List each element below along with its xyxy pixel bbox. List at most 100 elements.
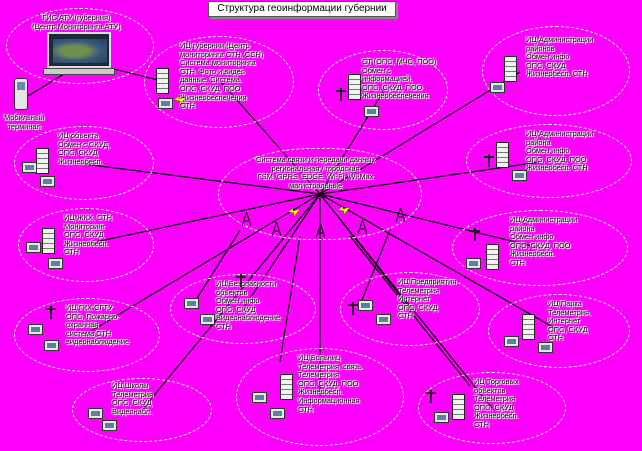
node-label: ИЦ Безопасности объектов Обмен инфо ОПС,… [216,279,281,331]
node-label: ИЦ Торговых объектов Телеметрия ОПС, СКУ… [474,377,519,429]
antenna-icon [470,228,480,241]
node-ic-park: ИЦ Парка Телеметрия, Интернет ОПС, СКУД … [488,294,630,368]
workstation-icon [434,412,449,423]
node-outline [18,208,154,282]
workstation-icon [200,314,215,325]
workstation-icon [538,342,553,353]
node-outline [466,124,632,198]
node-label: ИЦ Школы Телеметрия ОПС, СКУД Видеонабл. [112,381,153,416]
node-outline [418,372,566,444]
lightning-icon [337,202,351,216]
workstation-icon [184,298,199,309]
diagram-title: Структура геоинформации губернии [208,1,396,17]
lightning-icon [287,204,301,218]
workstation-icon [44,340,59,351]
node-ic-industry: ИЦ Предприятия Телеметрия Интернет ОПС, … [340,272,480,346]
node-outline [340,272,480,346]
workstation-icon [504,336,519,347]
antenna-icon [336,88,346,101]
node-label: ИЦ Больниц Телеметрия, связь Телеметрия … [298,353,362,414]
node-label: ИЦ ГКХ СГТУ ОПС, Пожарно- охранная систе… [66,303,130,347]
node-outline [236,348,404,446]
node-ic-monitoring: ИЦ губернии (Центр мониторинга СТН, ССН)… [144,36,294,128]
node-label: ИЦ Предприятия Телеметрия Интернет ОПС, … [398,277,457,321]
node-outline [6,8,154,84]
server-icon [504,56,517,82]
workstation-icon [48,258,63,269]
laptop-screen [47,32,111,68]
workstation-icon [252,392,267,403]
server-icon [36,148,49,174]
workstation-icon [22,162,37,173]
server-icon [156,68,169,94]
server-icon [348,74,361,100]
node-outline [170,274,316,344]
tower-icon [395,207,406,223]
server-icon [496,142,509,168]
node-ic-trade: ИЦ Торговых объектов Телеметрия ОПС, СКУ… [418,372,566,444]
antenna-icon [348,302,358,315]
node-label: ИЦ Парка Телеметрия, Интернет ОПС, СКУД … [548,299,592,343]
node-label: ИЦ Администрации района Обмен инфо ОПС, … [510,215,578,267]
node-outline [14,298,160,372]
node-ic-security: ИЦ Безопасности объектов Обмен инфо ОПС,… [170,274,316,344]
workstation-icon [466,258,481,269]
server-icon [452,394,465,420]
laptop-map-icon [43,32,115,76]
node-gis-atu: ГИС АТУ (губерния) (Центр Мониторинга АТ… [6,8,154,84]
node-label: ИЦ губернии (Центр мониторинга СТН, ССН)… [180,41,264,111]
workstation-icon [40,176,55,187]
node-outline [488,294,630,368]
node-label: ГИС АТУ (губерния) (Центр Мониторинга АТ… [32,13,121,31]
server-icon [42,228,55,254]
tower-icon [271,221,282,237]
node-outline [482,26,630,116]
workstation-icon [102,420,117,431]
node-ops: СТ (ОПС, МЧС, ПОО) Обмен с информацией, … [318,50,448,130]
node-ic-zhkh: ИЦ ЖКХ, СТН Мониторинг ОПС, СКУД Жизнеоб… [18,208,154,282]
node-label: ИЦ ЖКХ, СТН Мониторинг ОПС, СКУД Жизнеоб… [64,213,112,257]
cloud-outline [218,148,422,240]
node-outline [14,126,154,200]
tower-icon [315,223,326,239]
lightning-icon [173,92,187,106]
central-network-label: Система связи и передачи данных регионал… [256,155,376,190]
node-outline [318,50,448,130]
node-outline [72,378,212,442]
tower-icon [241,211,252,227]
node-ic-rayon: ИЦ Администрации районов Обмен инфо ОПС,… [482,26,630,116]
workstation-icon [26,242,41,253]
central-network-cloud: Система связи и передачи данных регионал… [218,148,422,240]
node-label: ИЦ Администрации района Обмен инфо ОПС, … [526,129,594,173]
mobile-phone-icon [14,78,28,110]
antenna-icon [484,154,494,167]
workstation-icon [490,82,505,93]
antenna-icon [426,390,436,403]
node-ic-gkh: ИЦ ГКХ СГТУ ОПС, Пожарно- охранная систе… [14,298,160,372]
server-icon [522,314,535,340]
workstation-icon [28,324,43,335]
workstation-icon [88,408,103,419]
server-icon [486,244,499,270]
server-icon [280,374,293,400]
antenna-icon [46,306,56,319]
node-outline [144,36,294,128]
antenna-icon [236,274,246,287]
workstation-icon [358,300,373,311]
node-outline [452,210,628,286]
workstation-icon [364,106,379,117]
node-ic-admin-2: ИЦ Администрации района Обмен инфо ОПС, … [452,210,628,286]
mobile-terminal-label: Мобильный терминал [4,113,45,131]
tower-icon [357,219,368,235]
node-ic-hospital: ИЦ Больниц Телеметрия, связь Телеметрия … [236,348,404,446]
node-ic-object: ИЦ объекта Обмен с СКУД, ОПС, СКУД Жизне… [14,126,154,200]
node-ic-school: ИЦ Школы Телеметрия ОПС, СКУД Видеонабл. [72,378,212,442]
node-label: СТ (ОПС, МЧС, ПОО) Обмен с информацией, … [362,57,437,101]
workstation-icon [158,98,173,109]
node-label: ИЦ объекта Обмен с СКУД, ОПС, СКУД Жизне… [58,131,111,166]
laptop-keyboard [43,68,115,75]
node-ic-admin-1: ИЦ Администрации района Обмен инфо ОПС, … [466,124,632,198]
workstation-icon [376,314,391,325]
workstation-icon [512,170,527,181]
